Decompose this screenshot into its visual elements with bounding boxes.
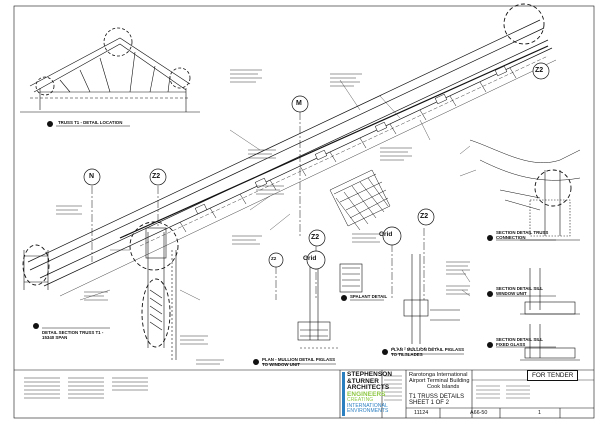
bubble-n: N [89,173,95,180]
project-line-1: Rarotonga International [409,372,468,378]
firm-line-4: ENGINEERS [347,390,386,398]
left-member [23,250,49,290]
drawing-line-2: SHEET 1 OF 2 [409,400,449,407]
column-detail [145,227,177,360]
title-truss-location: TRUSS T1 - DETAIL LOCATION [58,120,123,125]
sheet-border [13,5,595,419]
bubble-z2-mid: Z2 [152,173,161,180]
detail-title-underlines [42,125,556,365]
bubble-z2-top-circle [532,62,550,80]
job-number: 11124 [414,410,429,416]
callout-truss-connection [129,221,179,271]
section-sill-window [520,268,580,315]
title-truss-connection: SECTION DETAIL TRUSS CONNECTION [496,230,549,240]
reference-bubbles [83,62,550,270]
mullion-window-detail [297,258,340,349]
callout-truss-top [503,3,545,45]
callout-end-left [22,244,50,286]
truss-connector-plates [194,65,508,215]
bubble-n-circle [83,168,101,186]
title-mullion-window: PLAN - MULLION DETAIL PIGLASS TO WINDOW … [262,357,336,367]
firm-line-6: INTERNATIONAL [347,402,388,409]
grid-lines [91,112,425,300]
bubble-m-circle [291,95,309,113]
title-section-span: DETAIL SECTION TRUSS T1 - 15340 SPAN [42,330,104,340]
bubble-grid-right: Grid [379,231,393,238]
eave-profile [469,139,581,211]
firm-name: STEPHENSON &TURNER ARCHITECTS ENGINEERS … [347,371,393,415]
detail-callout-right [169,67,191,89]
detail-callout-top [103,27,133,57]
drawing-number: A66-50 [470,410,488,416]
project-line-3: Cook Islands [427,384,460,390]
bubble-grid-right-circle [382,226,402,246]
title-sill-window: SECTION DETAIL SILL WINDOW UNIT [496,286,543,296]
section-sill-fixed [520,324,580,361]
bubble-z2-mid-circle [149,168,167,186]
revision-number: 1 [538,410,541,416]
callout-right-connection [534,169,572,207]
drawing-title: T1 TRUSS DETAILS SHEET 1 OF 2 [409,394,464,407]
title-mullion-tilslades: PLAN - MULLION DETAIL PIGLASS TO TILSLAD… [391,347,465,357]
firm-line-3: ARCHITECTS [347,384,390,392]
title-sill-fixed: SECTION DETAIL SILL FIXED GLASS [496,337,543,347]
firm-line-7: ENVIRONMENTS [347,408,389,415]
firm-line-2: &TURNER [347,377,379,385]
drawing-line-1: T1 TRUSS DETAILS [409,394,465,400]
title-spalant: SPALANT DETAIL [350,294,388,299]
title-block-small-text [384,375,530,401]
truss-location-view [20,37,200,113]
bubble-z2-lower: Z2 [311,234,320,241]
spalant-detail [339,263,363,293]
annotation-leaders [79,79,477,301]
firm-line-1: STEPHENSON [347,371,393,378]
bubble-grid-left: Grid [303,255,317,262]
bubble-z2-right-circle [417,208,435,226]
firm-logo-bar [342,372,345,416]
bubble-z2-right: Z2 [420,213,429,220]
detail-callout-left [35,76,55,96]
truss-web-members [179,67,517,233]
bubble-m: M [296,100,302,107]
detail-title-markers [33,121,493,365]
hatched-block [329,169,391,231]
bubble-z2-center: Z2 [271,256,277,261]
firm-line-5: CREATING [347,397,374,404]
project-line-2: Airport Terminal Building [409,378,470,384]
note-text-blocks [24,69,470,399]
bubble-z2-lower-circle [308,229,326,247]
callout-column [141,278,171,348]
main-truss [27,19,557,297]
bubble-z2-center-circle [268,252,284,268]
bubble-z2-top: Z2 [535,67,544,74]
status-label: FOR TENDER [527,370,579,381]
mullion-tilslades-detail [392,254,460,349]
bubble-grid-left-circle [306,250,326,270]
project-title: Rarotonga International Airport Terminal… [409,372,470,390]
